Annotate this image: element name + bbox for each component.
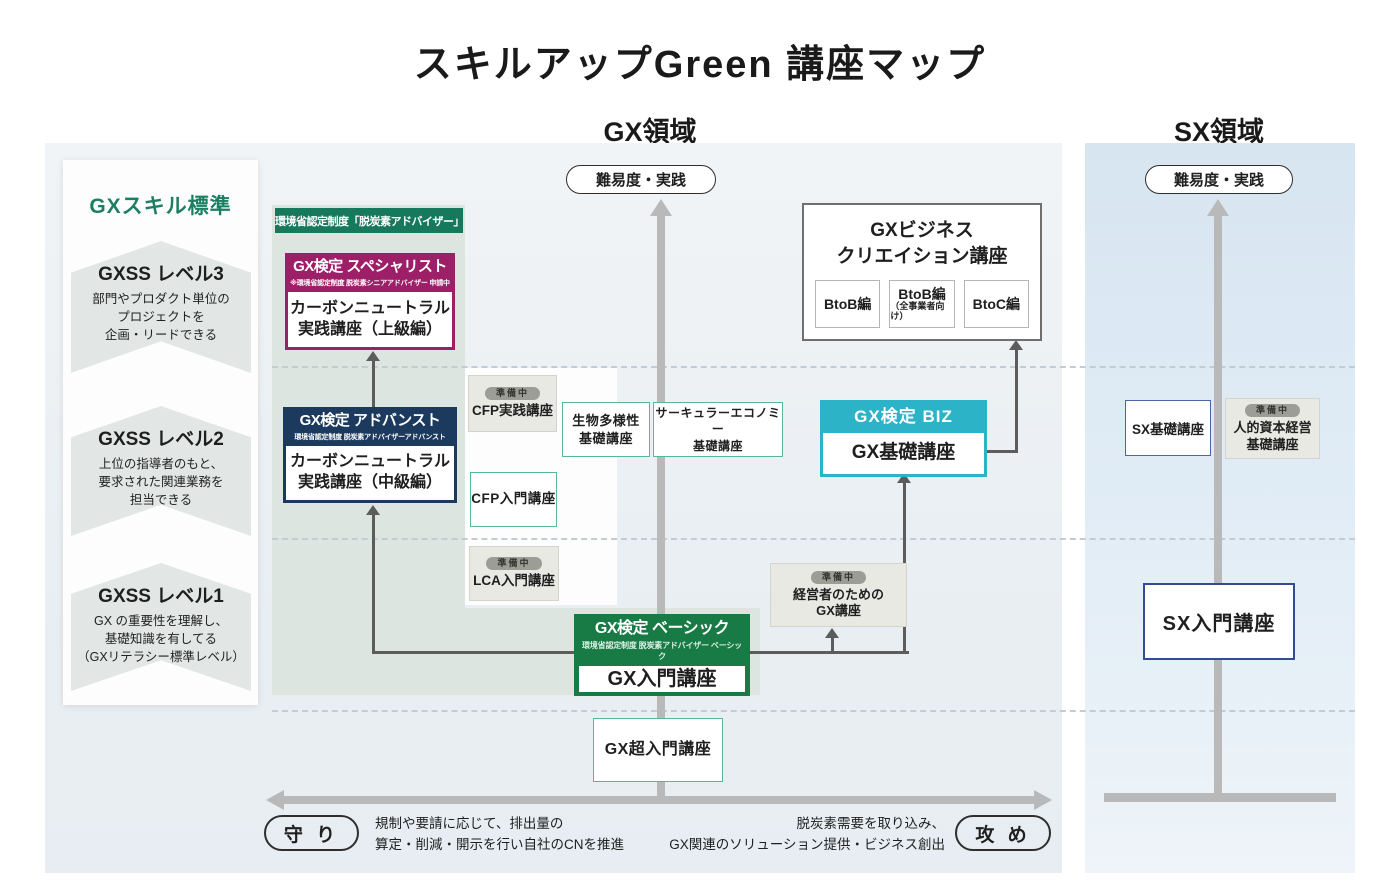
preparing-badge: 準備中 — [810, 570, 866, 584]
skill-standard-panel: GXスキル標準 GXSS レベル3 部門やプロダクト単位の プロジェクトを 企画… — [63, 160, 258, 705]
cert-biz-title: GX検定 BIZ — [854, 407, 953, 426]
cert-biz-box: GX検定 BIZ GX基礎講座 — [820, 400, 987, 477]
level-3-desc: 部門やプロダクト単位の プロジェクトを 企画・リードできる — [92, 292, 230, 343]
cert-advanced-subtitle: 環境省認定制度 脱炭素アドバイザーアドバンスト — [294, 434, 446, 441]
course-cfp-practice: 準備中 CFP実践講座 — [468, 375, 557, 432]
preparing-badge: 準備中 — [1244, 404, 1300, 418]
offense-pill: 攻 め — [955, 815, 1051, 851]
skill-level-1: GXSS レベル1 GX の重要性を理解し、 基礎知識を有してる （GXリテラシ… — [71, 563, 251, 691]
preparing-badge: 準備中 — [486, 557, 542, 571]
connector-advanced-to-specialist — [372, 360, 375, 407]
connector-biz-horizontal — [986, 450, 1018, 453]
course-human-capital: 準備中 人的資本経営 基礎講座 — [1225, 398, 1320, 459]
business-creation-editions: BtoB編 BtoB編 （全事業者向け） BtoC編 — [815, 280, 1029, 329]
arrow-to-advanced — [366, 505, 380, 515]
sx-vertical-axis — [1214, 214, 1222, 794]
arrow-to-gx-basic-course — [897, 473, 911, 483]
gx-horizontal-axis — [283, 796, 1035, 804]
level-3-name: GXSS レベル3 — [98, 264, 224, 285]
sx-difficulty-pill: 難易度・実践 — [1145, 165, 1293, 194]
course-cfp-practice-label: CFP実践講座 — [472, 403, 553, 419]
ministry-header: 環境省認定制度「脱炭素アドバイザー」 — [275, 208, 465, 233]
cert-specialist-course: カーボンニュートラル 実践講座（上級編） — [288, 292, 452, 347]
edition-btob-all: BtoB編 （全事業者向け） — [889, 280, 955, 329]
defense-description: 規制や要請に応じて、排出量の 算定・削減・開示を行い自社のCNを推進 — [375, 816, 624, 852]
cert-advanced-box: GX検定 アドバンスト 環境省認定制度 脱炭素アドバイザーアドバンスト カーボン… — [283, 407, 457, 503]
level-2-name: GXSS レベル2 — [98, 429, 224, 450]
skill-level-2: GXSS レベル2 上位の指導者のもと、 要求された関連業務を 担当できる — [71, 406, 251, 536]
dashed-guide-level1 — [272, 710, 1355, 712]
cert-basic-title: GX検定 ベーシック — [594, 620, 730, 637]
course-biodiversity: 生物多様性 基礎講座 — [562, 402, 650, 457]
course-executives-gx-label: 経営者のための GX講座 — [792, 586, 884, 618]
sx-vertical-axis-arrowhead — [1207, 199, 1229, 216]
offense-description: 脱炭素需要を取り込み、 GX関連のソリューション提供・ビジネス創出 — [669, 816, 945, 852]
gx-region-label: GX領域 — [603, 117, 697, 147]
defense-pill: 守 り — [264, 815, 359, 851]
course-human-capital-label: 人的資本経営 基礎講座 — [1233, 420, 1312, 452]
cert-specialist-title: GX検定 スペシャリスト — [293, 258, 447, 275]
course-cfp-intro: CFP入門講座 — [470, 472, 557, 527]
preparing-badge: 準備中 — [484, 387, 540, 401]
arrow-advanced-to-specialist — [366, 351, 380, 361]
edition-btob-all-note: （全事業者向け） — [890, 301, 945, 321]
sx-baseline — [1104, 793, 1336, 802]
skill-standard-title: GXスキル標準 — [89, 195, 232, 218]
business-creation-title: GXビジネス クリエイション講座 — [836, 220, 1008, 267]
cert-biz-course: GX基礎講座 — [823, 433, 984, 474]
arrow-to-executives-course — [825, 628, 839, 638]
level-1-desc: GX の重要性を理解し、 基礎知識を有してる （GXリテラシー標準レベル） — [77, 614, 245, 665]
dashed-guide-level3 — [272, 366, 1355, 368]
skill-level-3: GXSS レベル3 部門やプロダクト単位の プロジェクトを 企画・リードできる — [71, 241, 251, 373]
course-executives-gx: 準備中 経営者のための GX講座 — [770, 563, 907, 627]
course-circular-economy: サーキュラーエコノミー 基礎講座 — [653, 402, 783, 457]
gx-horizontal-axis-right-arrowhead — [1034, 790, 1052, 810]
cert-specialist-subtitle: ※環境省認定制度 脱炭素シニアアドバイザー 申請中 — [290, 280, 450, 287]
gx-difficulty-pill: 難易度・実践 — [566, 165, 716, 194]
level-1-name: GXSS レベル1 — [98, 586, 224, 607]
cert-specialist-box: GX検定 スペシャリスト ※環境省認定制度 脱炭素シニアアドバイザー 申請中 カ… — [285, 253, 455, 350]
dashed-guide-level2 — [272, 538, 1355, 540]
cert-advanced-course: カーボンニュートラル 実践講座（中級編） — [286, 446, 454, 500]
course-gx-super-intro: GX超入門講座 — [593, 718, 723, 782]
cert-advanced-title: GX検定 アドバンスト — [299, 412, 441, 429]
edition-btoc: BtoC編 — [963, 280, 1029, 329]
cert-basic-box: GX検定 ベーシック 環境省認定制度 脱炭素アドバイザー ベーシック GX入門講… — [574, 614, 750, 696]
level-2-desc: 上位の指導者のもと、 要求された関連業務を 担当できる — [98, 457, 224, 508]
page-title: スキルアップGreen 講座マップ — [413, 44, 987, 86]
course-sx-intro: SX入門講座 — [1143, 583, 1295, 660]
cert-basic-subtitle: 環境省認定制度 脱炭素アドバイザー ベーシック — [582, 641, 742, 662]
business-creation-box: GXビジネス クリエイション講座 BtoB編 BtoB編 （全事業者向け） Bt… — [802, 203, 1042, 341]
connector-to-executives-course — [831, 637, 834, 651]
gx-vertical-axis — [657, 214, 665, 796]
connector-to-business-creation — [1015, 349, 1018, 450]
course-lca-intro: 準備中 LCA入門講座 — [469, 546, 559, 601]
edition-btob: BtoB編 — [815, 280, 881, 329]
gx-horizontal-axis-left-arrowhead — [266, 790, 284, 810]
course-sx-basic: SX基礎講座 — [1125, 400, 1211, 456]
arrow-to-business-creation — [1009, 340, 1023, 350]
connector-to-advanced — [372, 514, 375, 651]
course-lca-intro-label: LCA入門講座 — [473, 573, 555, 589]
cert-basic-course: GX入門講座 — [579, 666, 745, 693]
gx-vertical-axis-arrowhead — [650, 199, 672, 216]
sx-region-label: SX領域 — [1173, 117, 1265, 147]
